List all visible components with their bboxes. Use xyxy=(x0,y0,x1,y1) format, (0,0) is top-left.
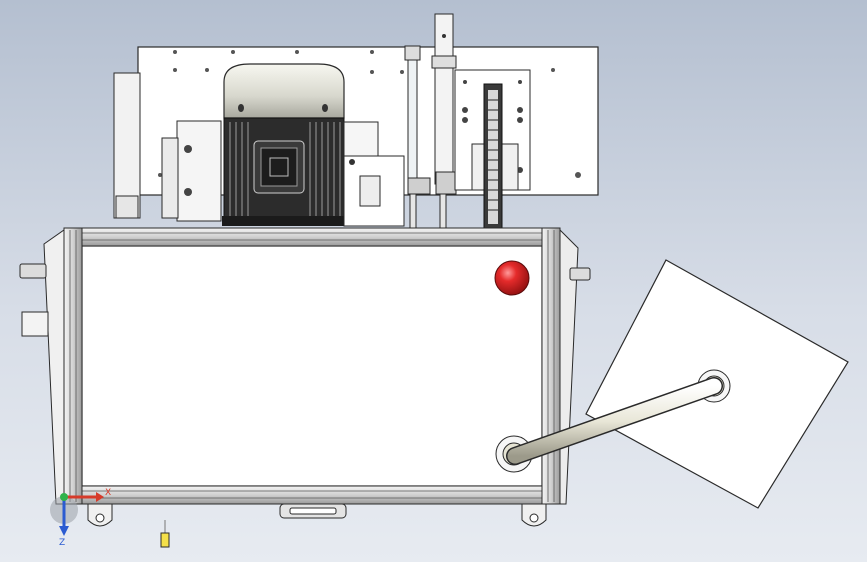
z-axis-label: Z xyxy=(59,538,65,548)
mounting-feet xyxy=(87,503,547,527)
oil-tank[interactable] xyxy=(63,227,561,505)
electric-motor[interactable] xyxy=(222,117,346,226)
coordinate-triad: X Z xyxy=(50,488,111,548)
side-panel-right[interactable] xyxy=(559,228,591,505)
origin-marker xyxy=(160,520,170,548)
filter-assembly[interactable] xyxy=(404,13,457,229)
level-gauge[interactable] xyxy=(483,83,503,229)
motor-adapter[interactable] xyxy=(161,120,222,222)
side-panel-left[interactable] xyxy=(19,229,65,505)
y-axis-dot xyxy=(60,493,68,501)
x-axis-label: X xyxy=(105,488,111,498)
left-bracket xyxy=(113,72,141,219)
emergency-stop-knob[interactable] xyxy=(494,260,530,296)
lever-handle[interactable] xyxy=(495,369,731,473)
motor-fan-cover[interactable] xyxy=(223,63,345,119)
motor-terminal-box[interactable] xyxy=(343,121,405,227)
